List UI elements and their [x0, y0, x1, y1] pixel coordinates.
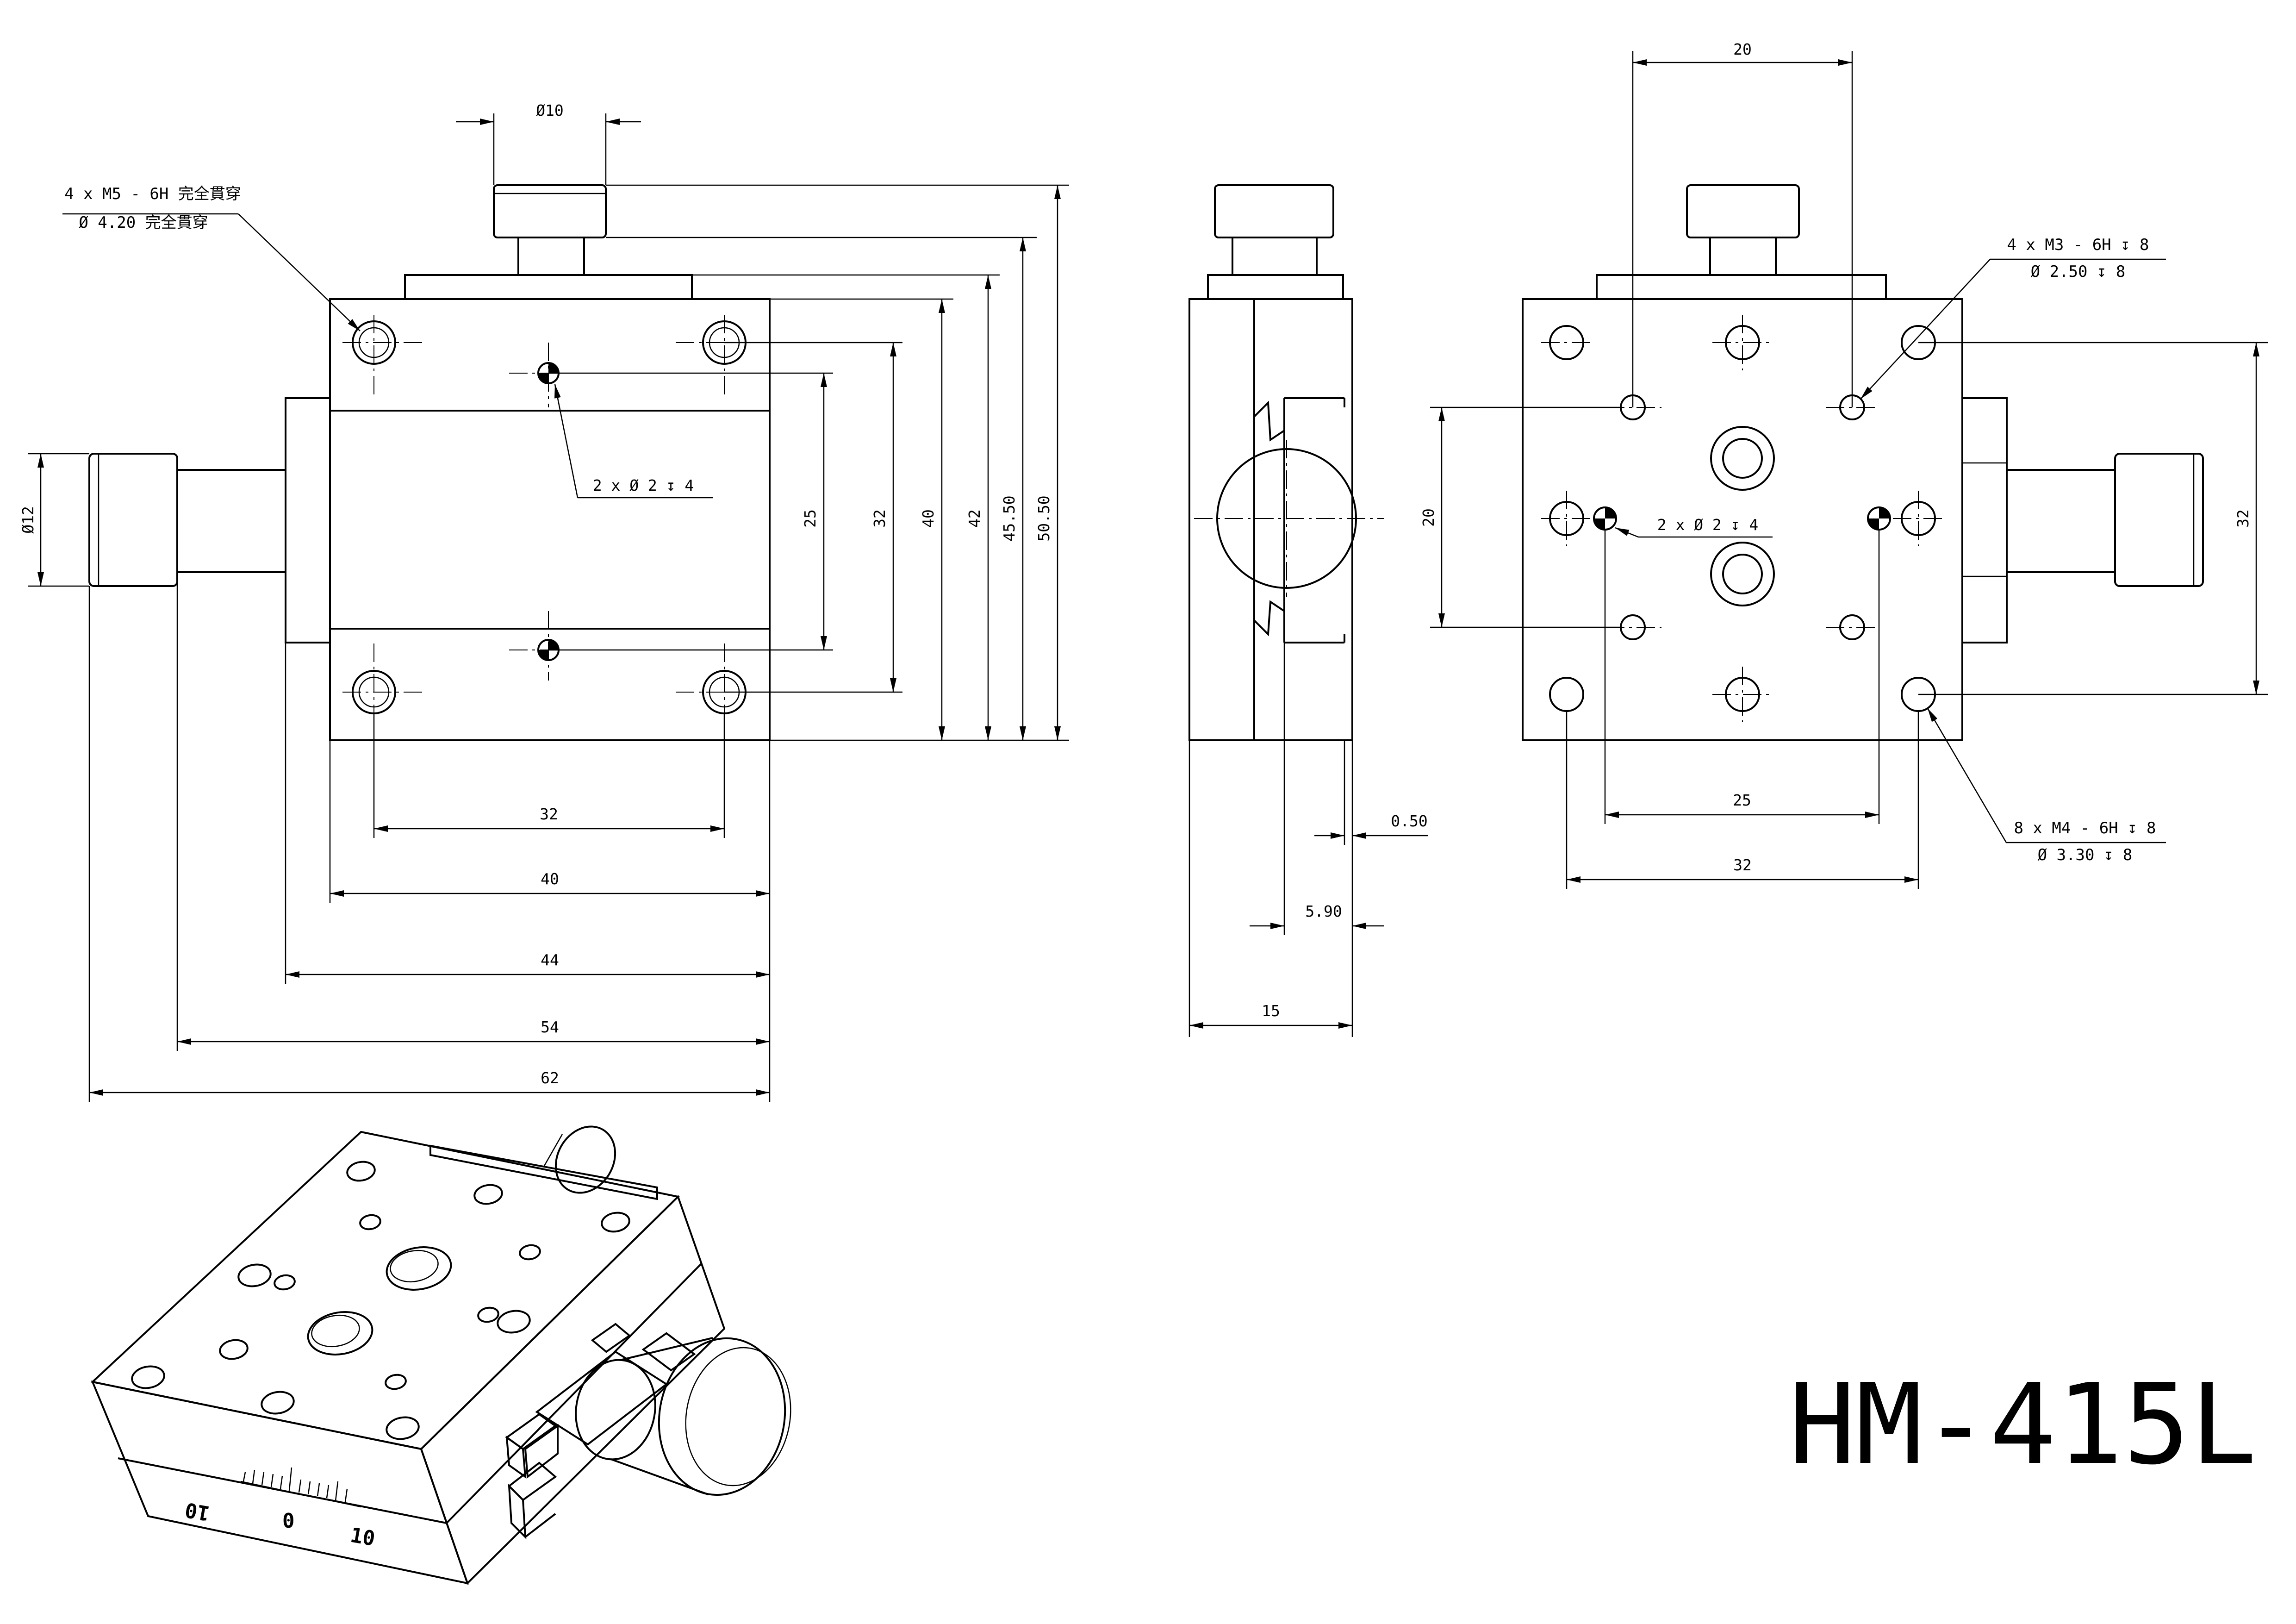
top-view: 20 20 32 25 32 4 x M3 - 6H ↧ 8 Ø 2.50 ↧ …: [1419, 40, 2268, 889]
dim-v-42: 42: [965, 509, 983, 528]
iso-scale-label-left: 10: [183, 1498, 212, 1525]
dim-h-44: 44: [541, 951, 559, 969]
m4-callout-line2: Ø 3.30 ↧ 8: [2038, 846, 2133, 864]
dim-h-32: 32: [540, 805, 558, 823]
top-pin-right: [1867, 506, 1891, 531]
dim-h-54: 54: [541, 1018, 559, 1036]
dim-v-40: 40: [919, 509, 937, 528]
top-pin-left: [1593, 506, 1617, 531]
model-number: HM-415L: [1789, 1360, 2257, 1489]
dim-v-45-50: 45.50: [1000, 495, 1018, 541]
dim-v-50-50: 50.50: [1035, 495, 1053, 541]
top-dim-20: 20: [1733, 40, 1752, 58]
top-pins-callout: 2 x Ø 2 ↧ 4: [1657, 516, 1759, 534]
iso-scale-label-right: 10: [348, 1524, 377, 1551]
front-pins-callout: 2 x Ø 2 ↧ 4: [593, 476, 694, 494]
m4-callout-line1: 8 x M4 - 6H ↧ 8: [2014, 819, 2156, 837]
front-view: Ø10 Ø12 4 x M5 - 6H 完全貫穿 Ø 4.20 完全貫穿 2 x…: [19, 101, 1069, 1102]
dim-v-25: 25: [801, 509, 819, 528]
knob-diameter-label: Ø12: [19, 506, 37, 534]
iso-scale-label-center: 0: [282, 1509, 295, 1533]
left-dim-20: 20: [1419, 508, 1437, 527]
dim-h-62: 62: [541, 1069, 559, 1087]
bottom-dim-32: 32: [1733, 856, 1752, 874]
side-view: 0.50 5.90 15: [1188, 184, 1428, 1037]
isometric-view: 10 0 10: [90, 1125, 791, 1585]
bottom-dim-25: 25: [1733, 791, 1751, 809]
dim-side-5-90: 5.90: [1305, 902, 1342, 920]
m5-callout-line1: 4 x M5 - 6H 完全貫穿: [64, 185, 241, 203]
dim-side-15: 15: [1262, 1002, 1280, 1020]
iso-scale: [240, 1467, 361, 1508]
m3-callout-line1: 4 x M3 - 6H ↧ 8: [2007, 236, 2149, 254]
dim-h-40: 40: [541, 870, 559, 888]
shaft-diameter-label: Ø10: [536, 101, 564, 119]
right-dim-32: 32: [2234, 509, 2252, 528]
dim-v-32: 32: [871, 509, 889, 528]
m5-callout-line2: Ø 4.20 完全貫穿: [79, 213, 208, 232]
dim-side-0-50: 0.50: [1391, 812, 1427, 830]
m3-callout-line2: Ø 2.50 ↧ 8: [2031, 262, 2126, 281]
